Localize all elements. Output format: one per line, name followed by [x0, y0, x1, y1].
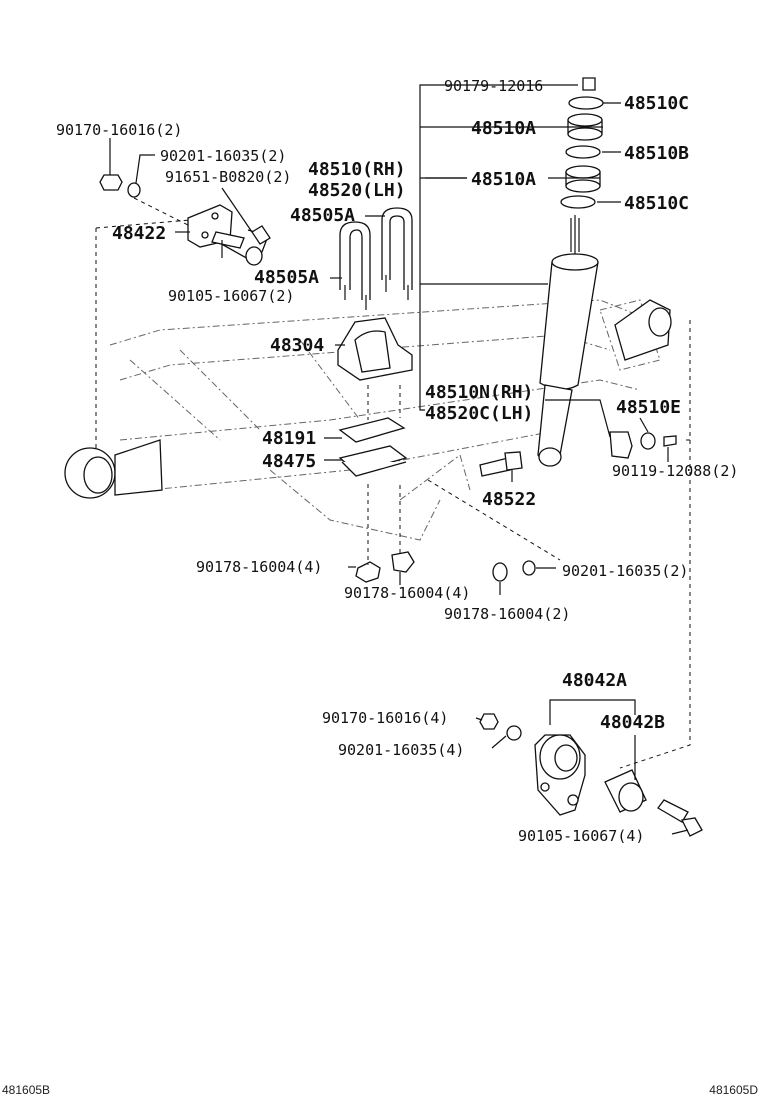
shock-mount-stack — [560, 77, 604, 209]
label-90201-16035-2b: 90201-16035(2) — [562, 562, 688, 580]
label-48510-rh: 48510(RH) — [308, 159, 406, 180]
bushing-48042B — [604, 769, 647, 813]
label-48191: 48191 — [262, 428, 316, 449]
label-48505A-upper: 48505A — [290, 205, 355, 226]
label-90119-12088-2: 90119-12088(2) — [612, 462, 738, 480]
fasteners — [99, 174, 703, 837]
label-90179-12016: 90179-12016 — [444, 77, 543, 95]
label-48042A: 48042A — [562, 670, 627, 691]
label-48510C-bottom: 48510C — [624, 193, 689, 214]
label-90178-16004-2: 90178-16004(2) — [444, 605, 570, 623]
leaf-spring-left-eye — [64, 439, 163, 499]
bumper-stopper-48304 — [337, 317, 413, 381]
label-48522: 48522 — [482, 489, 536, 510]
label-48510B: 48510B — [624, 143, 689, 164]
shock-absorber-48510 — [537, 215, 599, 467]
label-48510A-lower: 48510A — [471, 169, 536, 190]
label-48510E: 48510E — [616, 397, 681, 418]
label-48475: 48475 — [262, 451, 316, 472]
spring-pads — [338, 417, 408, 477]
label-90201-16035-2a: 90201-16035(2) — [160, 147, 286, 165]
label-90178-16004-4b: 90178-16004(4) — [344, 584, 470, 602]
label-48520C-lh: 48520C(LH) — [425, 403, 533, 424]
leaf-spring-right-hanger — [614, 299, 672, 361]
part-labels: 90179-12016 48510C 48510A 48510B 48510A … — [56, 77, 738, 845]
assembly-dashed-lines — [95, 197, 691, 769]
label-90201-16035-4: 90201-16035(4) — [338, 741, 464, 759]
label-90170-16016-4: 90170-16016(4) — [322, 709, 448, 727]
label-48510A-upper: 48510A — [471, 118, 536, 139]
footer-code-left: 481605B — [2, 1083, 50, 1097]
label-48520-lh: 48520(LH) — [308, 180, 406, 201]
label-91651-b0820-2: 91651-B0820(2) — [165, 168, 291, 186]
shackle-48042A — [534, 734, 586, 816]
label-90178-16004-4a: 90178-16004(4) — [196, 558, 322, 576]
label-48505A-lower: 48505A — [254, 267, 319, 288]
label-90170-16016-2: 90170-16016(2) — [56, 121, 182, 139]
u-bolts-48505A — [339, 207, 413, 310]
label-48510C-top: 48510C — [624, 93, 689, 114]
label-90105-16067-2: 90105-16067(2) — [168, 287, 294, 305]
label-90105-16067-4: 90105-16067(4) — [518, 827, 644, 845]
label-48042B: 48042B — [600, 712, 665, 733]
leader-lines — [109, 84, 689, 835]
label-48510N-rh: 48510N(RH) — [425, 382, 533, 403]
label-48422: 48422 — [112, 223, 166, 244]
label-48304: 48304 — [270, 335, 324, 356]
footer-code-right: 481605D — [709, 1083, 758, 1097]
